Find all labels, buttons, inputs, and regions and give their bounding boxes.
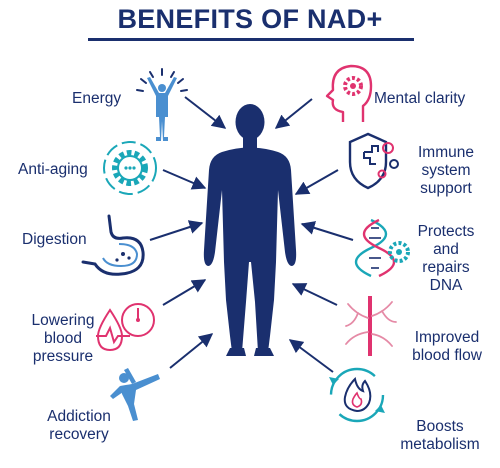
label-digestion: Digestion xyxy=(22,231,87,248)
arrow-mental xyxy=(274,98,313,129)
label-line: Improved xyxy=(414,329,480,346)
blood-vessel-icon xyxy=(345,296,397,356)
gear-cycle-icon xyxy=(103,141,157,195)
label-addiction: Addiction recovery xyxy=(38,408,120,444)
head-gear-icon xyxy=(325,64,373,122)
label-anti-aging: Anti-aging xyxy=(18,161,88,178)
arrow-immune xyxy=(294,169,339,195)
flame-cycle-icon xyxy=(329,367,385,423)
arrow-addiction xyxy=(169,333,214,369)
label-line: and xyxy=(433,241,459,258)
label-line: blood xyxy=(44,330,82,347)
label-line: Boosts xyxy=(416,418,464,435)
person-energy-icon xyxy=(136,68,188,141)
label-line: Lowering xyxy=(31,312,95,329)
label-line: metabolism xyxy=(400,436,480,453)
page-title: BENEFITS OF NAD+ xyxy=(117,4,383,34)
arrow-blood-flow xyxy=(291,283,338,306)
label-line: blood flow xyxy=(412,347,482,364)
arrow-dna xyxy=(300,221,354,241)
label-line: pressure xyxy=(32,348,94,365)
arrows xyxy=(149,96,354,373)
arrow-energy xyxy=(184,96,227,129)
arrow-anti-aging xyxy=(162,169,207,190)
label-line: Addiction xyxy=(47,408,111,425)
label-line: repairs xyxy=(422,259,470,276)
label-blood-flow: Improved blood flow xyxy=(402,329,492,365)
shield-virus-icon xyxy=(348,132,399,190)
human-body-figure xyxy=(203,104,297,356)
label-line: DNA xyxy=(429,277,463,294)
label-energy: Energy xyxy=(72,90,122,107)
label-metabolism: Boosts metabolism xyxy=(392,418,488,454)
stomach-icon xyxy=(81,214,145,276)
martial-arts-kick-icon xyxy=(110,368,160,421)
arrow-metabolism xyxy=(288,339,334,373)
arrow-blood-pressure xyxy=(162,279,207,306)
blood-pressure-icon xyxy=(96,303,155,352)
label-line: recovery xyxy=(49,426,109,443)
arrow-digestion xyxy=(149,220,204,241)
label-blood-pressure: Lowering blood pressure xyxy=(22,312,104,366)
label-line: Protects xyxy=(417,223,475,240)
label-line: support xyxy=(420,180,472,197)
title-underline xyxy=(88,38,414,41)
label-mental-clarity: Mental clarity xyxy=(374,90,466,107)
label-immune: Immune system support xyxy=(410,144,482,198)
label-line: system xyxy=(421,162,471,179)
label-line: Immune xyxy=(418,144,474,161)
dna-gear-icon xyxy=(354,218,410,278)
label-dna: Protects and repairs DNA xyxy=(410,223,482,295)
